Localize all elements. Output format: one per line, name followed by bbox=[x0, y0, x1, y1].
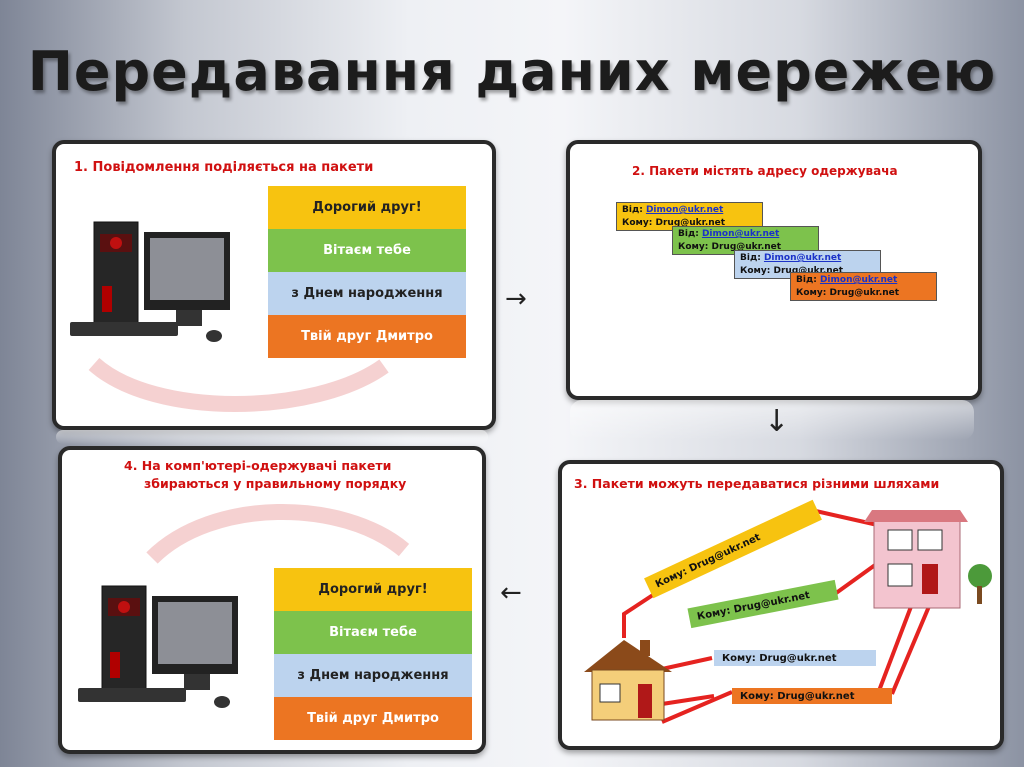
sender-computer-icon bbox=[70, 221, 230, 342]
packet-from-label: Від: bbox=[740, 253, 761, 263]
flow-arrow-right: → bbox=[505, 284, 527, 314]
route-packet-3: Кому: Drug@ukr.net bbox=[714, 650, 876, 666]
packet-to-label: Кому: bbox=[740, 266, 771, 276]
packet-from-email: Dimon@ukr.net bbox=[763, 253, 842, 263]
packet-to-email: Drug@ukr.net bbox=[829, 288, 900, 298]
receiver-house-icon bbox=[864, 510, 992, 609]
route-packet-label: Кому: Drug@ukr.net bbox=[740, 690, 855, 702]
packet-to-email: Drug@ukr.net bbox=[655, 218, 726, 228]
packet-from-label: Від: bbox=[622, 205, 643, 215]
message-stack: Дорогий друг! Вітаєм тебе з Днем народже… bbox=[268, 186, 466, 358]
assembled-part-4: Твій друг Дмитро bbox=[274, 697, 472, 740]
panel-step-4: 4. На комп'ютері-одержувачі пакети збира… bbox=[58, 446, 486, 754]
packet-to-label: Кому: bbox=[678, 242, 709, 252]
assembled-part-1: Дорогий друг! bbox=[274, 568, 472, 611]
split-curve-arrow bbox=[88, 358, 389, 412]
packet-from-label: Від: bbox=[678, 229, 699, 239]
packet-from-label: Від: bbox=[796, 275, 817, 285]
route-packet-label: Кому: Drug@ukr.net bbox=[722, 652, 837, 664]
packet-from-email: Dimon@ukr.net bbox=[645, 205, 724, 215]
panel-1-reflection bbox=[56, 430, 488, 444]
step-4-caption-line-1: 4. На комп'ютері-одержувачі пакети bbox=[124, 458, 392, 473]
packet-from-email: Dimon@ukr.net bbox=[819, 275, 898, 285]
step-3-caption: 3. Пакети можуть передаватися різними шл… bbox=[574, 476, 940, 491]
step-2-caption: 2. Пакети містять адресу одержувача bbox=[632, 164, 898, 178]
step-4-caption-line-2: збираються у правильному порядку bbox=[144, 476, 407, 491]
assembled-message-stack: Дорогий друг! Вітаєм тебе з Днем народже… bbox=[274, 568, 472, 740]
packet-to-email: Drug@ukr.net bbox=[773, 266, 844, 276]
packet-from-email: Dimon@ukr.net bbox=[701, 229, 780, 239]
packet-to-label: Кому: bbox=[796, 288, 827, 298]
flow-arrow-left: ← bbox=[500, 578, 522, 608]
packet-to-label: Кому: bbox=[622, 218, 653, 228]
message-part-2: Вітаєм тебе bbox=[268, 229, 466, 272]
sender-house-icon bbox=[584, 640, 672, 721]
assembled-part-2: Вітаєм тебе bbox=[274, 611, 472, 654]
panel-step-3: 3. Пакети можуть передаватися різними шл… bbox=[558, 460, 1004, 750]
panel-step-1: 1. Повідомлення поділяється на пакети До… bbox=[52, 140, 496, 430]
assembled-part-3: з Днем народження bbox=[274, 654, 472, 697]
assemble-curve-arrow bbox=[146, 504, 410, 564]
panel-2-reflection bbox=[570, 400, 974, 440]
message-part-4: Твій друг Дмитро bbox=[268, 315, 466, 358]
route-packet-4: Кому: Drug@ukr.net bbox=[732, 688, 892, 704]
receiver-computer-icon bbox=[78, 585, 238, 708]
panel-step-2: 2. Пакети містять адресу одержувача Від:… bbox=[566, 140, 982, 400]
routes-graphic bbox=[584, 507, 992, 724]
slide-title: Передавання даних мережею bbox=[27, 40, 997, 103]
message-part-1: Дорогий друг! bbox=[268, 186, 466, 229]
step-1-caption: 1. Повідомлення поділяється на пакети bbox=[74, 160, 374, 175]
flow-arrow-down: ↓ bbox=[764, 404, 790, 439]
message-part-3: з Днем народження bbox=[268, 272, 466, 315]
packet-4: Від: Dimon@ukr.net Кому: Drug@ukr.net bbox=[790, 272, 937, 301]
packet-to-email: Drug@ukr.net bbox=[711, 242, 782, 252]
